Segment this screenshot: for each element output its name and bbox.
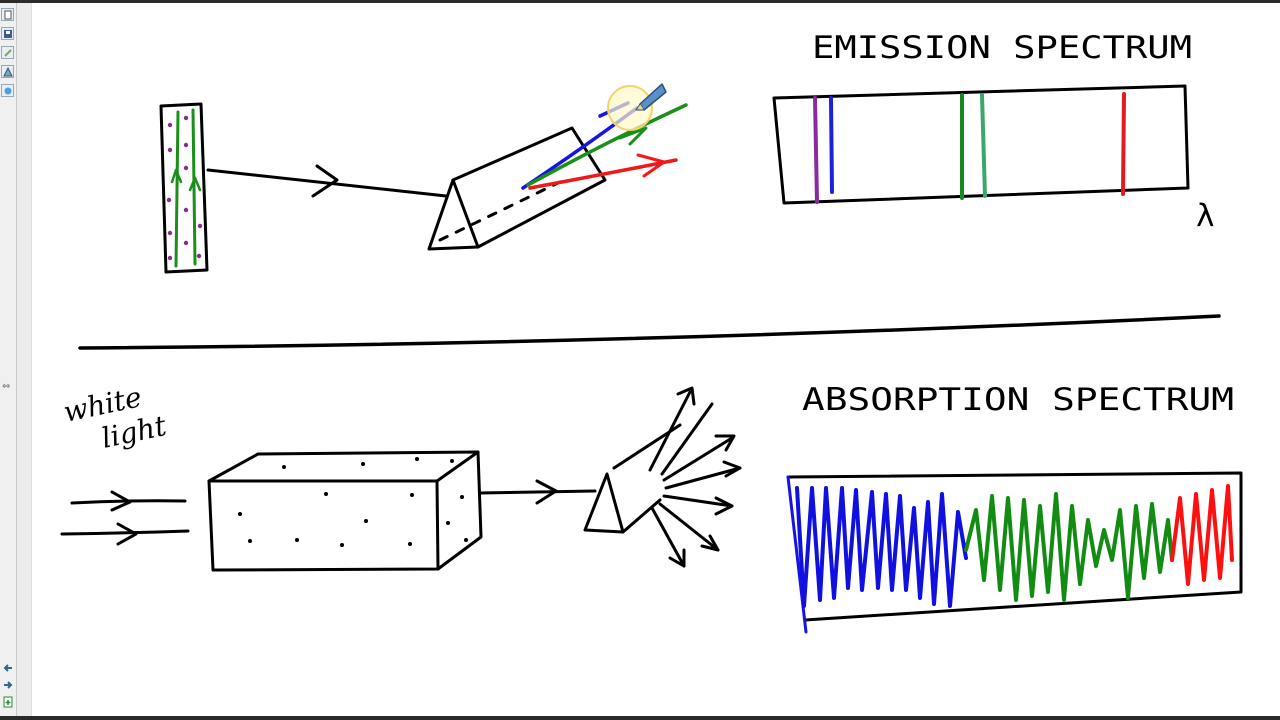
prism <box>427 126 607 251</box>
page-add-icon[interactable] <box>2 693 14 708</box>
dispersed-rays <box>521 101 688 190</box>
back-arrow-icon[interactable] <box>2 659 14 672</box>
forward-arrow-icon[interactable] <box>2 676 14 689</box>
wavelength-symbol: λ <box>1196 198 1215 234</box>
page-icon[interactable] <box>1 8 14 21</box>
page-gutter <box>17 3 32 716</box>
window-top-edge <box>0 0 1280 3</box>
emission-spectrum-box <box>772 84 1190 205</box>
emission-line-light-green <box>980 93 987 198</box>
pen-cursor-icon <box>607 83 667 131</box>
shape-icon[interactable] <box>1 65 14 78</box>
gas-block <box>207 450 483 572</box>
fill-icon[interactable] <box>1 84 14 97</box>
window-bottom-edge <box>0 716 1280 720</box>
absorption-band-red <box>1170 484 1234 586</box>
whiteboard-canvas[interactable]: EMISSION SPECTRUM λ white light <box>32 3 1280 716</box>
section-divider <box>78 314 1221 350</box>
gas-tube <box>159 102 209 274</box>
svg-text:⇔: ⇔ <box>2 381 10 392</box>
emission-line-violet <box>813 96 819 204</box>
light-ray-arrow <box>206 164 448 198</box>
incoming-light-arrows <box>60 490 190 546</box>
absorption-title: ABSORPTION SPECTRUM <box>802 382 1234 418</box>
pen-icon[interactable] <box>1 46 14 59</box>
transmitted-ray-arrow <box>478 479 597 505</box>
emission-title: EMISSION SPECTRUM <box>812 30 1192 66</box>
emission-line-red <box>1121 92 1126 196</box>
scattered-rays <box>648 386 742 568</box>
emission-line-blue <box>829 96 834 194</box>
save-icon[interactable] <box>1 27 14 40</box>
left-toolbar: ⇔ <box>0 3 17 716</box>
absorption-band-green <box>964 492 1174 602</box>
absorption-band-blue <box>795 486 968 608</box>
sidebar-resize-handle[interactable]: ⇔ <box>2 377 13 392</box>
